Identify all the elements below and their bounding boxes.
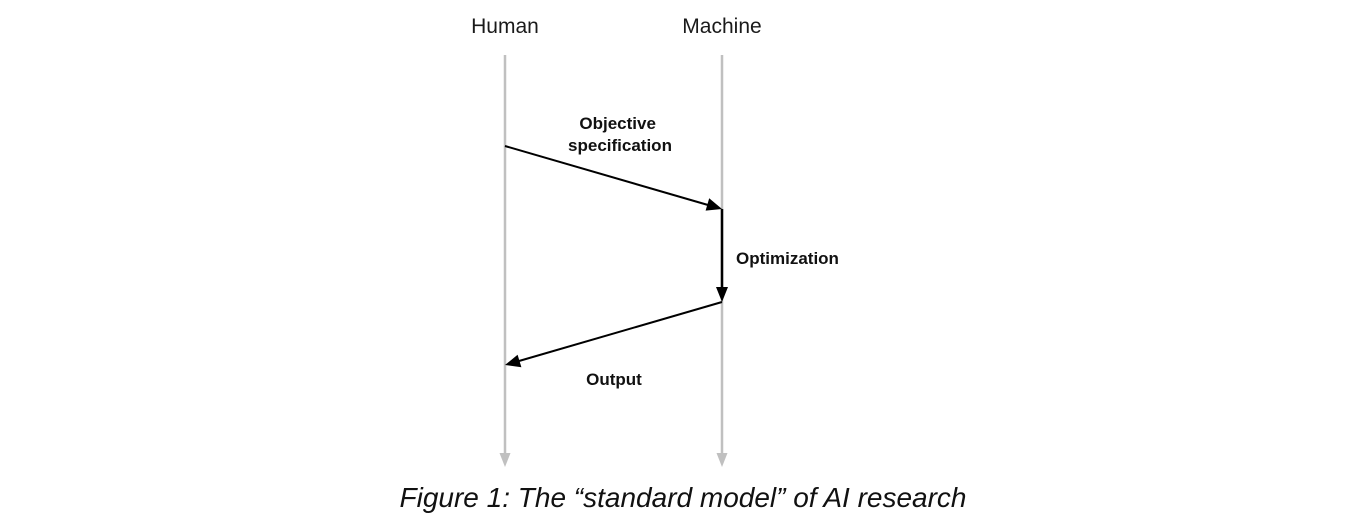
lifeline-human-arrowhead	[499, 453, 511, 467]
lifeline-machine-arrowhead	[716, 453, 728, 467]
output-arrow	[505, 301, 723, 368]
objective-label-line1: Objective	[579, 114, 656, 133]
lifeline-human	[499, 55, 511, 467]
objective-label-line2: specification	[568, 136, 672, 155]
lane-label-human: Human	[471, 15, 539, 38]
optimization-arrow	[716, 209, 728, 302]
lane-label-machine: Machine	[682, 15, 761, 38]
objective-specification-arrow	[504, 145, 722, 211]
objective-specification-label: Objective specification	[568, 114, 672, 155]
output-label: Output	[586, 370, 642, 389]
optimization-label: Optimization	[736, 249, 839, 268]
figure-caption: Figure 1: The “standard model” of AI res…	[400, 482, 967, 513]
